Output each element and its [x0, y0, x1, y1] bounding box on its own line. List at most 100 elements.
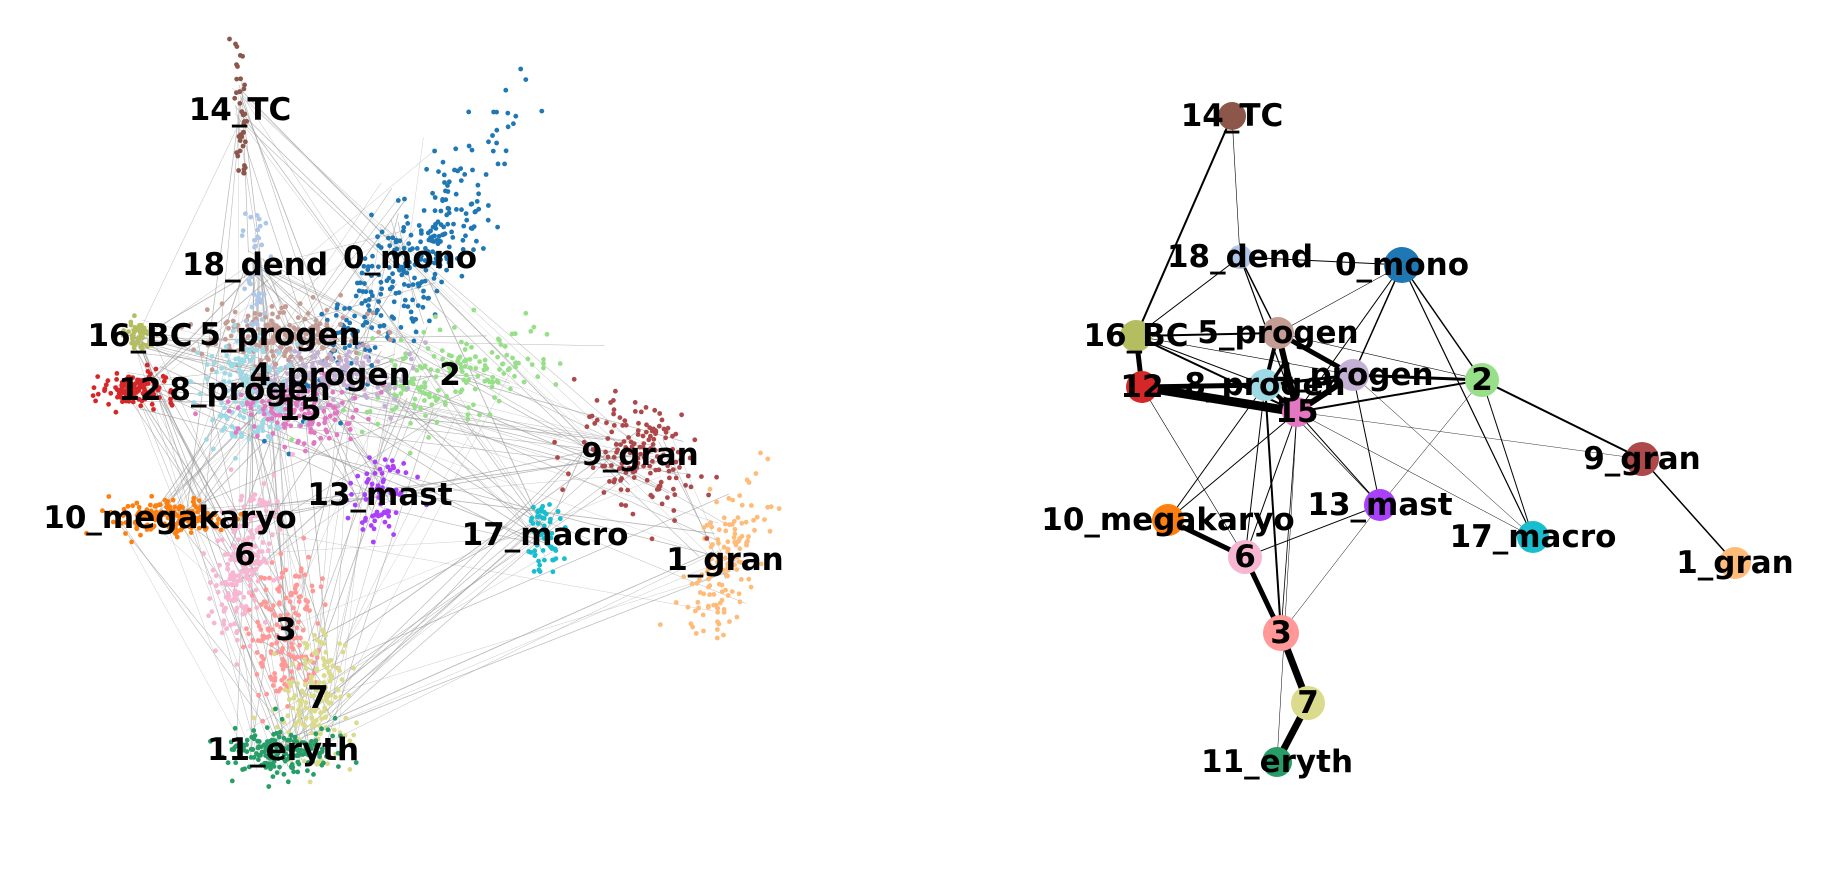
- embedding-edge: [129, 339, 679, 476]
- embedding-edge: [148, 266, 262, 333]
- embedding-edge: [167, 526, 258, 771]
- paga-edge-12-8_progen: [1141, 382, 1266, 390]
- paga-node-16_BC: [1120, 320, 1152, 352]
- paga-node-layer: [1120, 102, 1751, 777]
- embedding-edge: [256, 536, 542, 554]
- paga-node-14_TC: [1218, 102, 1246, 130]
- embedding-edge: [357, 397, 408, 508]
- embedding-edge: [131, 334, 191, 528]
- embedding-edge: [266, 552, 743, 753]
- embedding-edge: [168, 510, 270, 641]
- paga-node-6: [1228, 540, 1262, 574]
- embedding-cluster-13_mast: [344, 455, 429, 545]
- embedding-edge: [658, 441, 707, 534]
- paga-edge-2-13_mast: [1379, 379, 1483, 506]
- embedding-label-11_eryth: 11_eryth: [207, 732, 359, 768]
- paga-node-1_gran: [1719, 547, 1751, 579]
- paga-edge-9_gran-15: [1296, 411, 1643, 460]
- embedding-edge: [240, 129, 329, 400]
- embedding-edge: [197, 325, 334, 509]
- embedding-label-17_macro: 17_macro: [462, 517, 629, 553]
- embedding-edge: [427, 278, 549, 540]
- paga-edge-16_BC-4_progen: [1135, 335, 1354, 376]
- paga-edge-3-15: [1280, 411, 1298, 634]
- embedding-label-1_gran: 1_gran: [666, 542, 784, 578]
- embedding-edge: [248, 250, 731, 527]
- embedding-edge: [542, 453, 583, 540]
- embedding-edge: [292, 426, 691, 475]
- embedding-edge: [130, 543, 242, 745]
- embedding-label-13_mast: 13_mast: [307, 477, 452, 513]
- embedding-label-6: 6: [234, 537, 256, 573]
- paga-edge-0_mono-17_macro: [1401, 264, 1534, 538]
- embedding-edge: [170, 390, 604, 440]
- embedding-label-10_megakaryo: 10_megakaryo: [43, 500, 296, 536]
- embedding-edge: [340, 371, 719, 542]
- embedding-edge: [145, 267, 260, 381]
- embedding-edge: [547, 521, 746, 604]
- embedding-edge: [134, 108, 247, 343]
- embedding-cell-layer: [84, 36, 782, 789]
- embedding-edge: [131, 343, 630, 476]
- embedding-cluster-17_macro: [526, 502, 568, 575]
- embedding-edge: [147, 326, 307, 682]
- paga-edge-13_mast-15: [1296, 411, 1381, 506]
- paga-label-9_gran: 9_gran: [1583, 441, 1701, 477]
- paga-edge-10_megakaryo-8_progen: [1167, 384, 1266, 521]
- embedding-edge: [203, 100, 242, 518]
- embedding-edge: [119, 524, 305, 753]
- embedding-label-15: 15: [278, 392, 321, 428]
- paga-label-18_dend: 18_dend: [1167, 239, 1313, 275]
- paga-edge-layer: [1133, 115, 1736, 764]
- embedding-edge: [262, 551, 713, 751]
- paga-node-2: [1465, 363, 1499, 397]
- embedding-label-8_progen: 8_progen: [169, 372, 330, 408]
- embedding-edge: [251, 258, 358, 413]
- embedding-edge: [169, 265, 262, 529]
- paga-edge-4_progen-2: [1352, 373, 1483, 382]
- embedding-edge: [335, 358, 377, 761]
- embedding-edge: [138, 340, 289, 768]
- paga-edge-14_TC-18_dend: [1231, 115, 1241, 258]
- embedding-edge: [271, 469, 625, 737]
- paga-edge-16_BC-8_progen: [1135, 335, 1266, 386]
- paga-edge-0_mono-4_progen: [1352, 264, 1403, 376]
- paga-edge-11_eryth-15: [1276, 411, 1298, 763]
- embedding-cluster-12: [90, 362, 175, 415]
- embedding-edge: [284, 625, 309, 752]
- paga-node-3: [1263, 615, 1299, 651]
- paga-label-17_macro: 17_macro: [1450, 519, 1617, 555]
- embedding-edge: [140, 335, 257, 750]
- embedding-edge: [372, 137, 424, 509]
- paga-edge-17_macro-4_progen: [1352, 374, 1534, 538]
- embedding-edge: [234, 452, 654, 511]
- embedding-cluster-11_eryth: [208, 706, 359, 789]
- paga-label-8_progen: 8_progen: [1184, 367, 1345, 403]
- paga-label-2: 2: [1471, 362, 1493, 398]
- paga-edge-12-15: [1141, 382, 1298, 417]
- embedding-edge: [332, 460, 572, 695]
- paga-label-0_mono: 0_mono: [1335, 247, 1469, 283]
- embedding-edge: [185, 98, 242, 517]
- embedding-edge: [326, 442, 592, 723]
- embedding-label-5_progen: 5_progen: [199, 317, 360, 353]
- paga-label-3: 3: [1270, 615, 1292, 651]
- embedding-edge: [188, 369, 336, 520]
- paga-label-4_progen: 4_progen: [1272, 357, 1433, 393]
- paga-node-7: [1291, 686, 1325, 720]
- embedding-edge: [333, 372, 351, 703]
- embedding-cluster-9_gran: [552, 376, 719, 542]
- paga-node-11_eryth: [1262, 747, 1292, 777]
- embedding-label-layer: 0_mono1_gran234_progen5_progen678_progen…: [43, 92, 783, 768]
- embedding-edge: [152, 335, 487, 342]
- embedding-edge: [149, 148, 438, 389]
- embedding-edge: [226, 448, 601, 528]
- embedding-cluster-1_gran: [657, 450, 782, 641]
- embedding-edge: [240, 96, 348, 375]
- paga-label-7: 7: [1297, 685, 1319, 721]
- embedding-cluster-3: [241, 535, 341, 738]
- paga-node-18_dend: [1228, 245, 1252, 269]
- embedding-edge: [272, 407, 319, 668]
- embedding-edge: [235, 106, 550, 539]
- paga-edge-3-13_mast: [1280, 504, 1381, 634]
